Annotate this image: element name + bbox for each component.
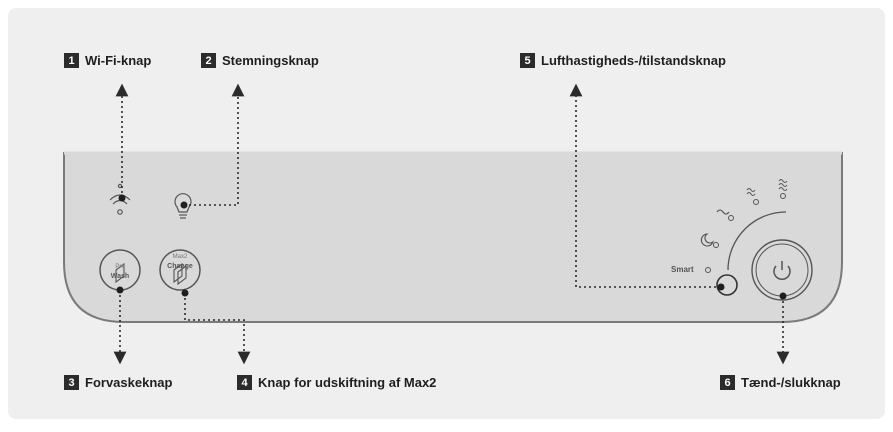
fan-speed-icon: [716, 209, 730, 215]
leader-lines: [113, 83, 790, 365]
callout-label: Stemningsknap: [222, 53, 319, 68]
max2-bottom-text: Change: [167, 263, 193, 270]
callout-max2: 4 Knap for udskiftning af Max2: [237, 375, 436, 390]
callout-badge: 3: [64, 375, 79, 390]
speed1-indicator: [728, 215, 734, 221]
max2-top-text: Max2: [172, 254, 188, 260]
fan-speed-icon: [746, 188, 756, 196]
callout-label: Forvaskeknap: [85, 375, 173, 390]
speed3-indicator: [780, 193, 786, 199]
moon-icon: [700, 233, 715, 247]
callout-badge: 1: [64, 53, 79, 68]
speed-arc: [727, 211, 787, 271]
control-panel: [63, 152, 843, 323]
smart-mode-label: Smart: [671, 265, 694, 274]
speed2-indicator: [753, 199, 759, 205]
night-mode-indicator: [713, 242, 719, 248]
callout-power: 6 Tænd-/slukknap: [720, 375, 841, 390]
wifi-icon[interactable]: [109, 183, 131, 215]
prewash-bottom-text: Wash: [110, 273, 130, 280]
callout-badge: 5: [520, 53, 535, 68]
callout-label: Knap for udskiftning af Max2: [258, 375, 437, 390]
callout-label: Tænd-/slukknap: [741, 375, 841, 390]
callout-mood: 2 Stemningsknap: [201, 53, 319, 68]
callout-badge: 4: [237, 375, 252, 390]
filter-change-icon: [173, 262, 187, 286]
max2-change-button[interactable]: [159, 249, 201, 291]
callout-speed-mode: 5 Lufthastigheds-/tilstandsknap: [520, 53, 726, 68]
max2-caption: Max2 Change: [160, 253, 200, 271]
power-icon: [773, 261, 791, 281]
bulb-icon[interactable]: [174, 193, 192, 219]
callout-label: Wi-Fi-knap: [85, 53, 152, 68]
prewash-top-text: Pre: [115, 264, 125, 270]
filter-icon: [115, 262, 125, 284]
callout-badge: 6: [720, 375, 735, 390]
smart-indicator: [705, 267, 711, 273]
speed-mode-button[interactable]: [716, 274, 738, 296]
callout-badge: 2: [201, 53, 216, 68]
prewash-caption: Pre Wash: [100, 263, 140, 281]
callout-wifi: 1 Wi-Fi-knap: [64, 53, 151, 68]
leader-dots: [116, 194, 787, 300]
fan-speed-icon: [778, 179, 788, 191]
callout-prewash: 3 Forvaskeknap: [64, 375, 172, 390]
callout-label: Lufthastigheds-/tilstandsknap: [541, 53, 726, 68]
